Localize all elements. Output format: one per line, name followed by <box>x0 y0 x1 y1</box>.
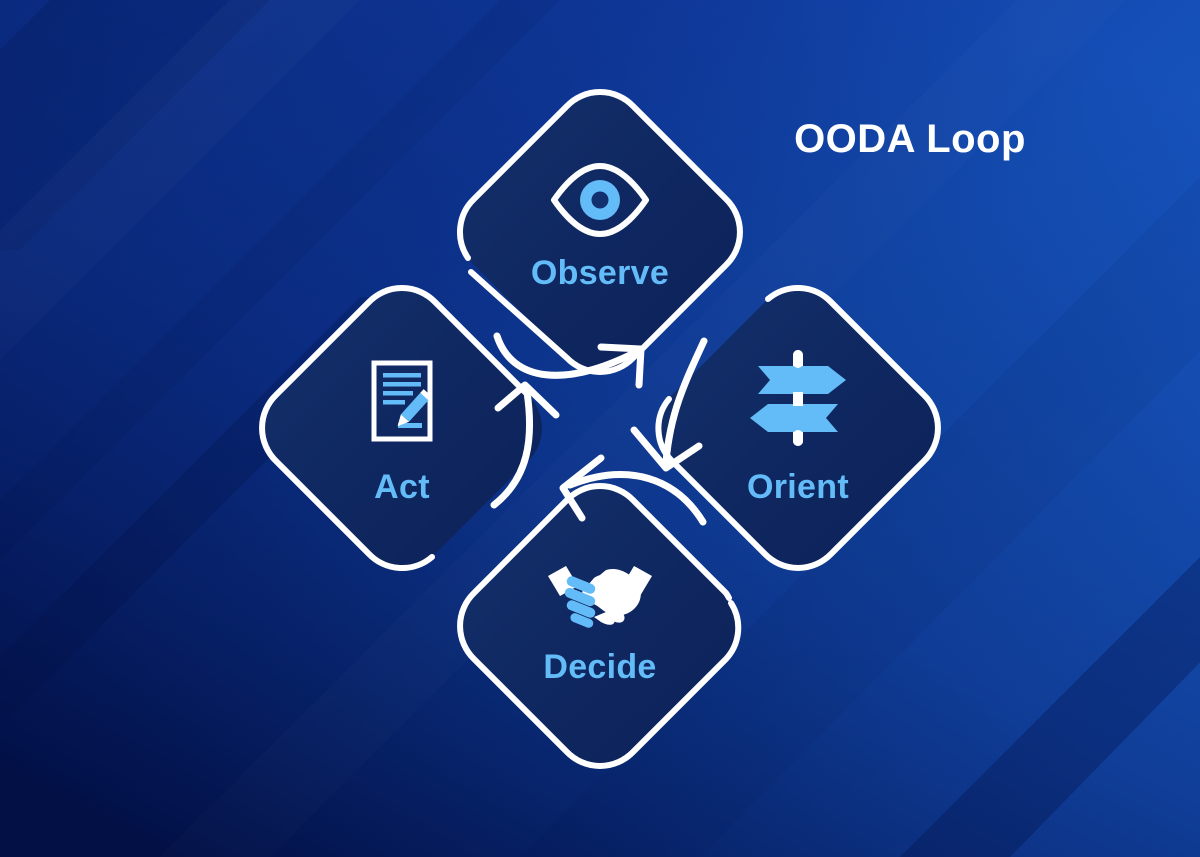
page-title: OODA Loop <box>794 117 1026 161</box>
node-label-orient: Orient <box>747 468 849 506</box>
document-signature-icon <box>371 360 433 442</box>
node-label-act: Act <box>374 468 430 506</box>
eye-icon <box>551 163 649 237</box>
node-decide[interactable]: Decide <box>457 483 742 769</box>
node-orient[interactable]: Orient <box>655 284 941 571</box>
arrow-observe-to-orient <box>630 337 708 472</box>
handshake-icon <box>548 566 652 628</box>
arrow-act-to-observe <box>493 332 645 389</box>
arrow-decide-to-act <box>490 381 560 509</box>
arrow-orient-to-decide <box>559 454 707 526</box>
node-observe[interactable]: Observe <box>456 89 743 375</box>
node-label-decide: Decide <box>543 648 656 686</box>
node-label-observe: Observe <box>531 254 669 292</box>
node-act[interactable]: Act <box>259 285 542 572</box>
signpost-icon <box>750 350 846 446</box>
